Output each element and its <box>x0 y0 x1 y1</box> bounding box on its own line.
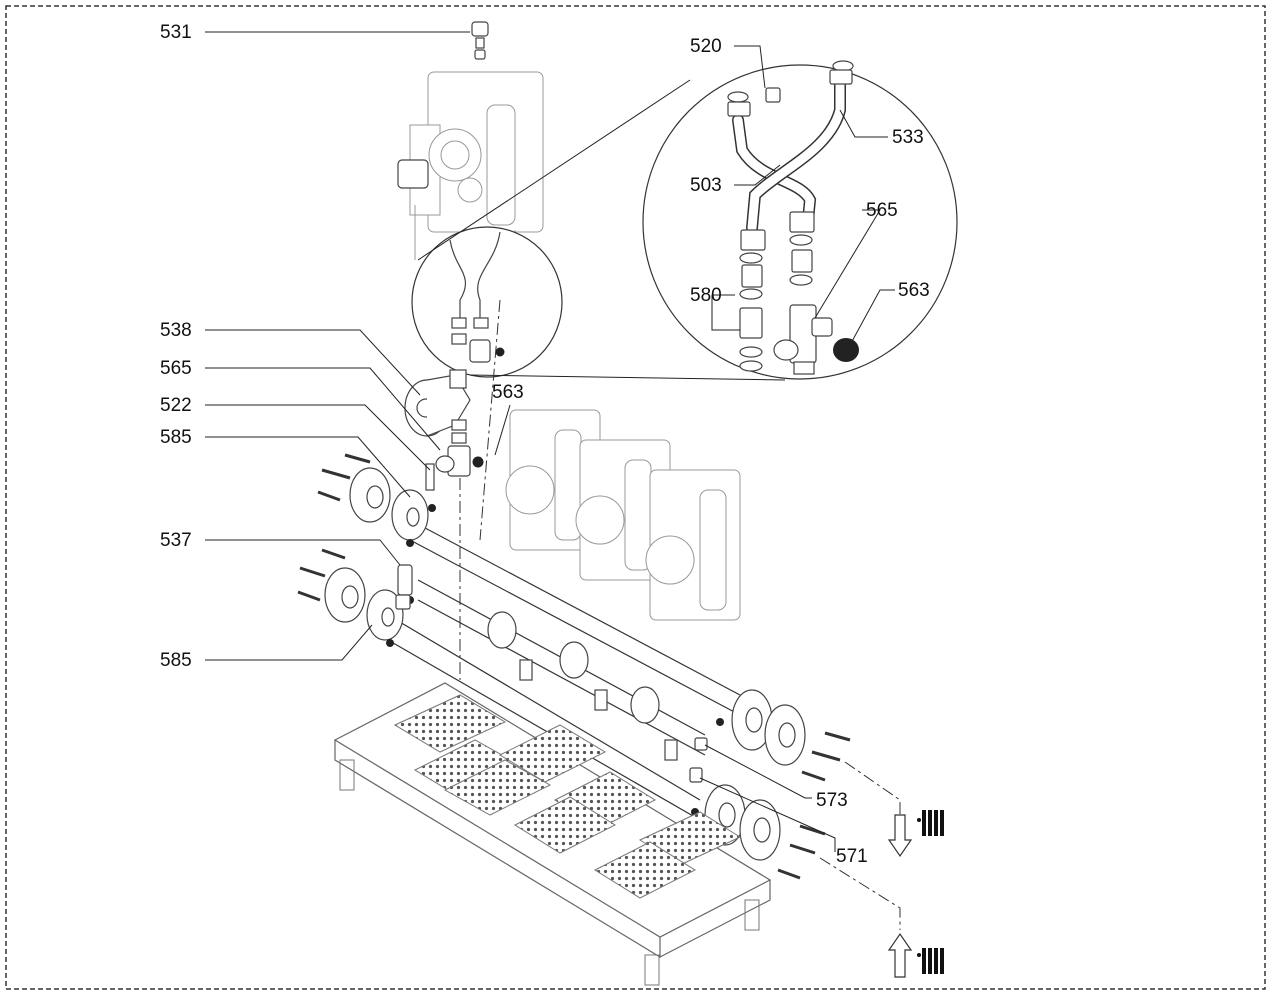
detail-circle-small <box>411 226 563 378</box>
fittings-573-571 <box>689 737 708 783</box>
flange-left-upper <box>349 467 436 547</box>
callout-585-bottom: 585 <box>160 650 192 671</box>
detail-circle-large <box>417 60 958 381</box>
flow-line-return <box>819 857 901 930</box>
axis-line-2 <box>479 299 501 541</box>
valve-stack <box>425 419 484 491</box>
callout-563-detail: 563 <box>898 280 930 301</box>
callout-503: 503 <box>690 175 722 196</box>
callout-585-top: 585 <box>160 427 192 448</box>
flange-right-lower <box>691 784 781 861</box>
boiler-modules-row <box>505 409 741 621</box>
bolts-left <box>297 453 371 602</box>
callout-571: 571 <box>836 846 868 867</box>
callout-labels: 531 520 533 503 565 580 563 538 565 522 … <box>160 22 930 867</box>
callout-531: 531 <box>160 22 192 43</box>
flow-line-supply <box>844 761 901 815</box>
callout-580: 580 <box>690 285 722 306</box>
heating-return-in-icon <box>887 932 944 978</box>
callout-563: 563 <box>492 382 524 403</box>
module-pumps <box>487 611 678 761</box>
callout-573: 573 <box>816 790 848 811</box>
bolts-right <box>777 731 851 880</box>
sensor-part-537 <box>395 564 413 610</box>
callout-537: 537 <box>160 530 192 551</box>
callout-522: 522 <box>160 395 192 416</box>
page-frame <box>5 5 1266 990</box>
pump-part-538 <box>404 369 471 437</box>
header-pipe-lower <box>387 614 701 821</box>
callout-538: 538 <box>160 320 192 341</box>
leader-lines <box>205 31 895 852</box>
boiler-module-top <box>397 71 544 290</box>
base-frame <box>333 682 772 986</box>
vent-part-531 <box>471 21 489 60</box>
flange-right-upper <box>716 689 806 766</box>
callout-533: 533 <box>892 127 924 148</box>
heating-flow-out-icon <box>887 810 944 858</box>
flange-left-lower <box>324 567 414 647</box>
callout-565-detail: 565 <box>866 200 898 221</box>
callout-565: 565 <box>160 358 192 379</box>
callout-520: 520 <box>690 36 722 57</box>
